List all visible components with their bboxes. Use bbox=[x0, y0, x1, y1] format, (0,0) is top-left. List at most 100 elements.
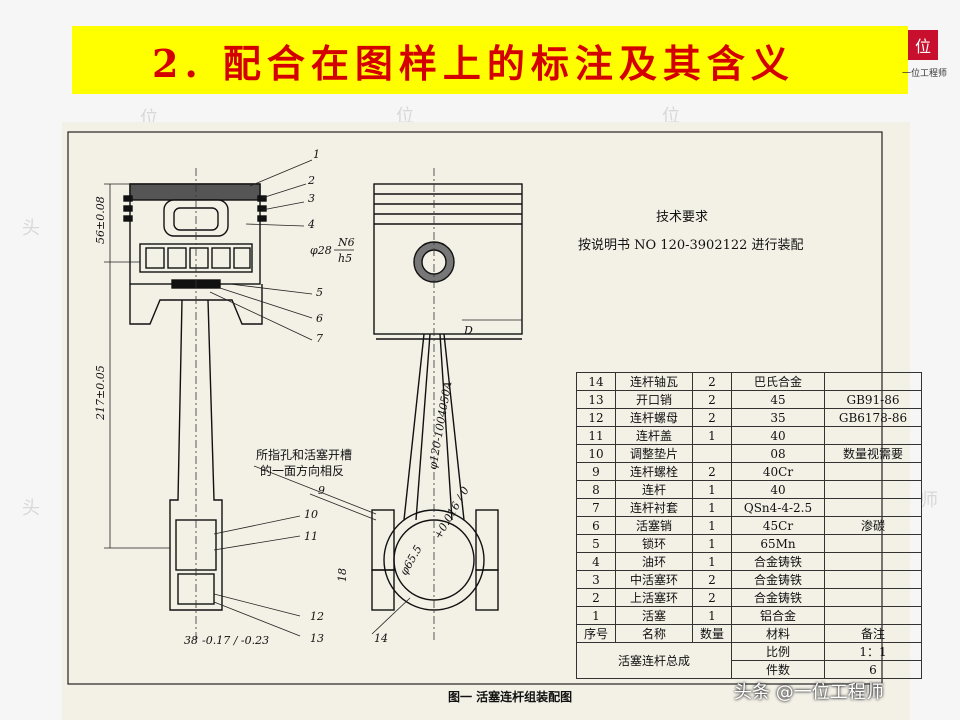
fit-h5: h5 bbox=[338, 252, 352, 265]
bom-cell: 1 bbox=[692, 480, 732, 499]
bom-cell bbox=[824, 462, 922, 481]
bom-cell bbox=[824, 534, 922, 553]
bom-cell: 合金铸铁 bbox=[731, 588, 825, 607]
figure-caption: 图一 活塞连杆组装配图 bbox=[448, 690, 573, 704]
bom-cell: 巴氏合金 bbox=[731, 372, 825, 391]
bom-cell: 序号 bbox=[576, 624, 616, 643]
bom-cell: 2 bbox=[692, 390, 732, 409]
bom-cell: 11 bbox=[576, 426, 616, 445]
note-line-1: 所指孔和活塞开槽 bbox=[256, 448, 353, 462]
part-label: 9 bbox=[318, 484, 325, 497]
bom-cell: 2 bbox=[692, 372, 732, 391]
bom-cell: 名称 bbox=[615, 624, 693, 643]
part-label: 3 bbox=[308, 192, 315, 205]
bom-cell: 1 bbox=[692, 498, 732, 517]
dimension-phi65: φ65.5 bbox=[397, 543, 424, 577]
bom-cell: 活塞销 bbox=[615, 516, 693, 535]
bom-cell: 连杆轴瓦 bbox=[615, 372, 693, 391]
dimension-rod: φ120-1004050A bbox=[426, 380, 454, 470]
part-label: 4 bbox=[307, 218, 315, 231]
bom-cell: 油环 bbox=[615, 552, 693, 571]
bom-cell: 铝合金 bbox=[731, 606, 825, 625]
bom-cell: 40 bbox=[731, 480, 825, 499]
note-line-2: 的一面方向相反 bbox=[260, 464, 345, 478]
part-label: 12 bbox=[310, 610, 324, 623]
title-bar: 2. 配合在图样上的标注及其含义 bbox=[72, 26, 908, 94]
watermark: 师 bbox=[920, 490, 938, 511]
part-label: 7 bbox=[316, 332, 323, 345]
part-label: 2 bbox=[307, 174, 315, 187]
bom-cell: 连杆螺栓 bbox=[615, 462, 693, 481]
bom-cell: 数量 bbox=[692, 624, 732, 643]
part-label: 13 bbox=[310, 632, 324, 645]
bom-cell: 连杆盖 bbox=[615, 426, 693, 445]
credit-watermark: 头条 @一位工程师 bbox=[734, 682, 884, 703]
part-label: 5 bbox=[316, 286, 323, 299]
fit-n6: N6 bbox=[337, 236, 355, 249]
bom-cell: 35 bbox=[731, 408, 825, 427]
bom-cell bbox=[824, 480, 922, 499]
bom-cell: 开口销 bbox=[615, 390, 693, 409]
bom-cell: 6 bbox=[576, 516, 616, 535]
bom-cell: 10 bbox=[576, 444, 616, 463]
bom-cell bbox=[692, 444, 732, 463]
bom-cell: 2 bbox=[576, 588, 616, 607]
bom-cell: 连杆衬套 bbox=[615, 498, 693, 517]
bom-cell: 材料 bbox=[731, 624, 825, 643]
bom-cell bbox=[824, 588, 922, 607]
bom-cell: 3 bbox=[576, 570, 616, 589]
bom-cell bbox=[824, 552, 922, 571]
bom-cell: 14 bbox=[576, 372, 616, 391]
bom-cell: 1 bbox=[692, 534, 732, 553]
bom-cell: 1 bbox=[692, 426, 732, 445]
dimension-38-tol: -0.17 / -0.23 bbox=[202, 634, 269, 647]
bom-cell: 7 bbox=[576, 498, 616, 517]
bom-cell bbox=[824, 606, 922, 625]
bom-cell: 13 bbox=[576, 390, 616, 409]
bom-cell: 8 bbox=[576, 480, 616, 499]
bom-cell: 65Mn bbox=[731, 534, 825, 553]
logo-icon: 位 bbox=[908, 30, 938, 60]
bom-cell bbox=[824, 498, 922, 517]
watermark: 头 bbox=[22, 218, 40, 239]
bom-cell: 1：1 bbox=[824, 642, 922, 661]
bom-cell: 2 bbox=[692, 570, 732, 589]
dimension-phi28: φ28 bbox=[310, 244, 332, 257]
bom-cell: 件数 bbox=[731, 660, 825, 679]
logo-caption: 一位工程师 bbox=[902, 69, 948, 79]
bom-cell: 2 bbox=[692, 588, 732, 607]
bom-cell: GB91-86 bbox=[824, 390, 922, 409]
bom-cell: 9 bbox=[576, 462, 616, 481]
bom-cell: 数量视需要 bbox=[824, 444, 922, 463]
watermark: 位 bbox=[396, 106, 414, 127]
dimension-d: D bbox=[463, 324, 473, 337]
bom-cell: 12 bbox=[576, 408, 616, 427]
bom-cell: 合金铸铁 bbox=[731, 552, 825, 571]
bom-cell: 2 bbox=[692, 408, 732, 427]
part-label: 6 bbox=[316, 312, 323, 325]
bom-cell: 08 bbox=[731, 444, 825, 463]
watermark: 位 bbox=[662, 106, 680, 127]
bom-cell: 40Cr bbox=[731, 462, 825, 481]
bom-cell bbox=[824, 426, 922, 445]
bom-cell: 1 bbox=[692, 552, 732, 571]
bom-cell: 连杆 bbox=[615, 480, 693, 499]
part-label: 14 bbox=[374, 632, 388, 645]
page-title: 2. 配合在图样上的标注及其含义 bbox=[152, 40, 795, 86]
dimension-38: 38 bbox=[184, 634, 198, 647]
watermark: 头 bbox=[22, 498, 40, 519]
bom-cell: 4 bbox=[576, 552, 616, 571]
leader-lines bbox=[104, 159, 522, 637]
bom-cell: 连杆螺母 bbox=[615, 408, 693, 427]
